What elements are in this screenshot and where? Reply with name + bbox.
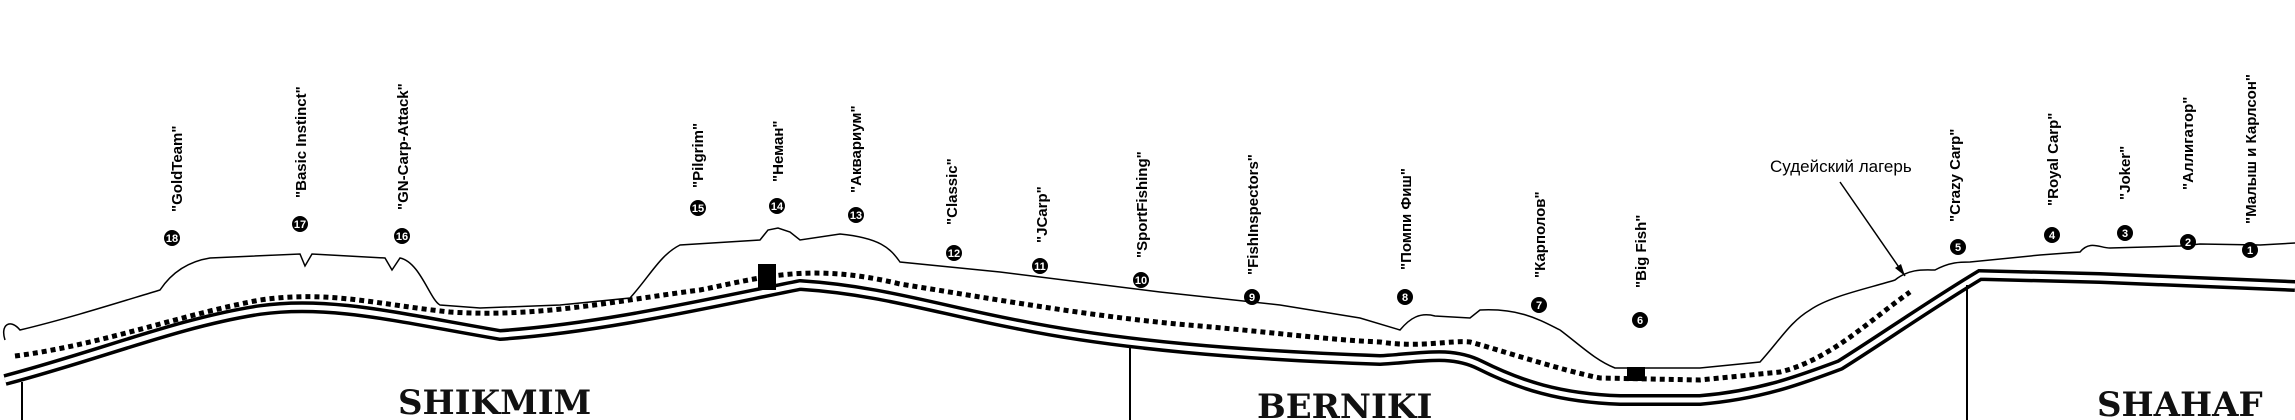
region-label-berniki: BERNIKI	[1257, 387, 1432, 420]
spot-number-badge	[848, 207, 864, 223]
spot-number-badge	[1244, 289, 1260, 305]
spot-8: 8 "Помпи Фиш"	[1397, 168, 1415, 305]
spot-number-badge	[2242, 242, 2258, 258]
spot-number: 4	[2049, 230, 2056, 242]
spot-16: 16 "GN-Carp-Attack"	[394, 83, 412, 244]
spot-number: 8	[1402, 292, 1408, 304]
team-name: "Crazy Carp"	[1947, 129, 1964, 222]
spot-2: 2 "Аллигатор"	[2180, 97, 2197, 250]
spot-1: 1 "Малыш и Карлсон"	[2242, 74, 2260, 258]
team-name: "Royal Carp"	[2045, 113, 2062, 206]
spot-number-badge	[2044, 227, 2060, 243]
team-name: "Неман"	[770, 120, 787, 182]
judges-camp-arrowhead	[1895, 264, 1905, 276]
team-name: "Аллигатор"	[2180, 97, 2197, 190]
team-name: "Joker"	[2117, 146, 2134, 200]
team-name: "Аквариум"	[848, 105, 865, 193]
spot-number: 17	[294, 219, 306, 231]
judges-camp-arrow	[1839, 181, 1906, 277]
spot-7: 7 "Карполов"	[1531, 191, 1549, 313]
spot-11: 11 "JCarp"	[1032, 186, 1051, 274]
spot-4: 4 "Royal Carp"	[2044, 113, 2062, 243]
team-name: "Помпи Фиш"	[1398, 168, 1415, 270]
spot-number: 2	[2185, 237, 2191, 249]
spot-number: 9	[1249, 292, 1255, 304]
spot-number-badge	[1397, 289, 1413, 305]
team-name: "GN-Carp-Attack"	[395, 83, 412, 210]
spot-number: 5	[1955, 242, 1961, 254]
judges-camp-label: Судейский лагерь	[1770, 157, 1912, 176]
spot-9: 9 "FishInspectors"	[1244, 154, 1262, 305]
team-name: "Big Fish"	[1633, 215, 1650, 288]
marker-square-1	[758, 264, 776, 290]
spot-12: 12 "Classic"	[944, 158, 962, 261]
spot-number: 16	[396, 231, 408, 243]
spot-number: 18	[166, 233, 178, 245]
spot-number-badge	[946, 245, 962, 261]
spot-6: 6 "Big Fish"	[1632, 215, 1650, 328]
spot-number: 3	[2122, 228, 2128, 240]
spot-15: 15 "Pilgrim"	[690, 123, 707, 216]
spot-17: 17 "Basic Instinct"	[292, 86, 310, 232]
spot-5: 5 "Crazy Carp"	[1947, 129, 1966, 255]
team-name: "Карполов"	[1532, 191, 1549, 278]
spot-number: 6	[1637, 315, 1643, 327]
spot-14: 14 "Неман"	[769, 120, 787, 214]
spot-number: 14	[771, 201, 784, 213]
spot-number: 10	[1135, 275, 1147, 287]
team-name: "FishInspectors"	[1245, 154, 1262, 275]
spot-18: 18 "GoldTeam"	[164, 126, 186, 246]
spot-number: 1	[2247, 245, 2253, 257]
spot-number-badge	[292, 216, 308, 232]
spot-number-badge	[1950, 239, 1966, 255]
team-name: "SportFishing"	[1134, 151, 1151, 258]
dotted-trail	[14, 270, 1912, 383]
marker-square-2	[1627, 367, 1645, 381]
team-name: "JCarp"	[1034, 186, 1051, 243]
spot-number-badge	[394, 228, 410, 244]
team-name: "Classic"	[944, 158, 961, 225]
spot-number-badge	[1632, 312, 1648, 328]
team-name: "GoldTeam"	[169, 126, 186, 212]
spot-number-badge	[164, 230, 180, 246]
region-label-shikmim: SHIKMIM	[398, 383, 591, 420]
spot-number-badge	[1531, 297, 1547, 313]
spot-13: 13 "Аквариум"	[848, 105, 865, 223]
spot-number: 12	[948, 248, 960, 260]
spot-number: 15	[692, 203, 704, 215]
spot-number: 13	[850, 210, 862, 222]
main-road-inner	[4, 272, 2295, 403]
spot-number-badge	[2180, 234, 2196, 250]
spot-number-badge	[2117, 225, 2133, 241]
spot-number: 7	[1536, 300, 1542, 312]
shoreline	[3, 227, 2295, 369]
spot-number-badge	[1133, 272, 1149, 288]
spot-number-badge	[1032, 258, 1048, 274]
region-label-shahaf: SHAHAF	[2097, 385, 2263, 420]
spot-number: 11	[1034, 261, 1046, 273]
spot-number-badge	[769, 198, 785, 214]
team-name: "Pilgrim"	[690, 123, 707, 188]
team-name: "Малыш и Карлсон"	[2243, 74, 2260, 224]
spot-number-badge	[690, 200, 706, 216]
spot-3: 3 "Joker"	[2117, 146, 2134, 241]
spot-10: 10 "SportFishing"	[1133, 151, 1151, 288]
team-name: "Basic Instinct"	[293, 86, 310, 198]
